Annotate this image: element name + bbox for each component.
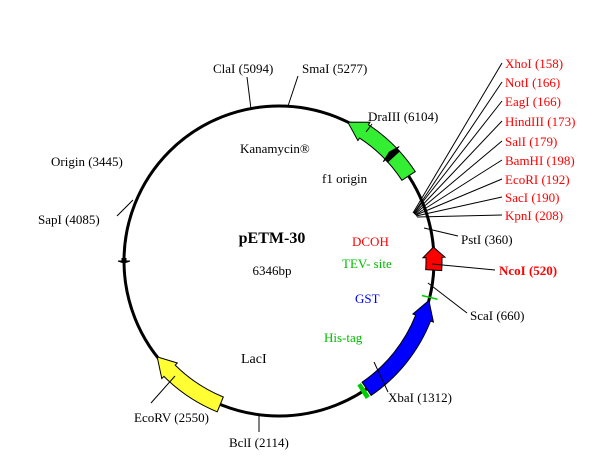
bcli-label: BclI (2114)	[229, 435, 289, 450]
smai-label: SmaI (5277)	[302, 61, 367, 76]
ncoi-label: NcoI (520)	[499, 263, 557, 278]
origin-arrow	[117, 258, 131, 264]
hindiii-line	[413, 120, 503, 215]
gst-arrow	[361, 299, 435, 397]
site-fan: XhoI (158) NotI (166) EagI (166) HindIII…	[412, 56, 575, 223]
origin-label: Origin (3445)	[51, 154, 123, 169]
kanamycin-label: Kanamycin®	[240, 141, 310, 156]
his-tag-label: His-tag	[324, 330, 363, 345]
clai-label: ClaI (5094)	[213, 61, 273, 76]
psti-label: PstI (360)	[461, 232, 513, 247]
sali-label: SalI (179)	[505, 134, 557, 149]
gst-label: GST	[355, 291, 380, 306]
kpni-label: KpnI (208)	[505, 208, 563, 223]
smai-line	[287, 75, 299, 107]
f1-origin-arrow	[382, 146, 401, 163]
tev-site-label: TEV- site	[342, 256, 392, 271]
xhoi-label: XhoI (158)	[505, 56, 563, 71]
ecorv-label: EcoRV (2550)	[134, 410, 209, 425]
draiii-label: DraIII (6104)	[368, 109, 438, 124]
clai-line	[246, 76, 252, 110]
kpni-line	[416, 214, 503, 218]
his-tag-band	[357, 383, 370, 399]
ecori-line	[415, 178, 503, 216]
xbai-label: XbaI (1312)	[388, 390, 452, 405]
hindiii-label: HindIII (173)	[505, 114, 575, 129]
dcoh-arrow	[421, 246, 447, 272]
tev-site-band	[421, 294, 438, 300]
bamhi-label: BamHI (198)	[505, 153, 575, 168]
plasmid-size: 6346bp	[253, 263, 292, 278]
noti-label: NotI (166)	[505, 75, 560, 90]
xbai-line	[373, 361, 389, 393]
bamhi-line	[414, 159, 503, 216]
plasmid-name: pETM-30	[239, 230, 306, 247]
eagi-label: EagI (166)	[505, 94, 561, 109]
sapi-line	[116, 199, 134, 217]
sali-line	[414, 140, 503, 215]
psti-line	[423, 227, 459, 237]
noti-line	[413, 81, 503, 214]
scai-line	[427, 282, 468, 314]
saci-label: SacI (190)	[505, 190, 560, 205]
ecorv-line	[150, 375, 176, 404]
ecori-label: EcoRI (192)	[505, 172, 570, 187]
scai-label: ScaI (660)	[470, 308, 525, 323]
dcoh-label: DCOH	[352, 234, 389, 249]
sapi-label: SapI (4085)	[38, 212, 100, 227]
laci-arrow	[156, 356, 224, 413]
ncoi-line	[431, 263, 496, 271]
laci-label: LacI	[241, 352, 267, 367]
draiii-line	[365, 123, 373, 133]
eagi-line	[413, 100, 503, 214]
saci-line	[415, 196, 503, 217]
f1-origin-label: f1 origin	[322, 171, 368, 186]
xhoi-line	[412, 62, 503, 214]
